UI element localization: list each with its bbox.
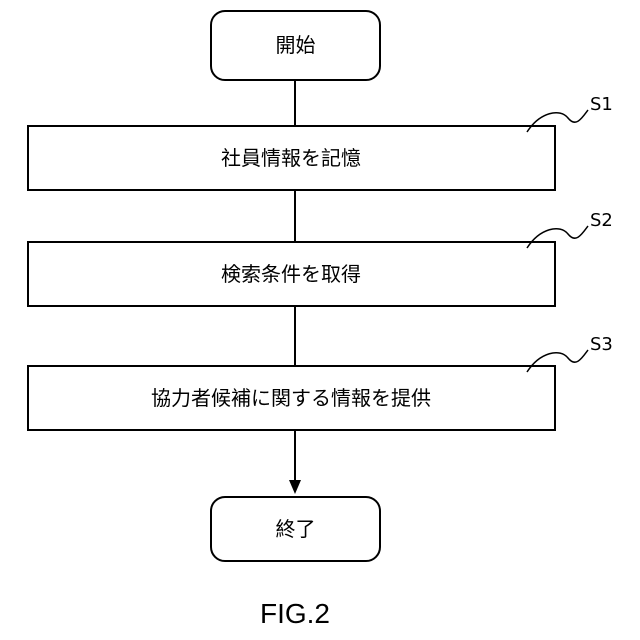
step-label-s1: 社員情報を記憶 [221,146,361,170]
step-id-s2: S2 [590,210,613,231]
step-id-s1: S1 [590,94,613,115]
end-label: 終了 [276,517,316,541]
arrowhead-to-end [289,480,301,494]
figure-caption: FIG.2 [260,598,330,629]
step-id-s3: S3 [590,334,613,355]
step-label-s3: 協力者候補に関する情報を提供 [151,386,431,410]
step-label-s2: 検索条件を取得 [221,262,361,286]
start-label: 開始 [276,33,316,57]
